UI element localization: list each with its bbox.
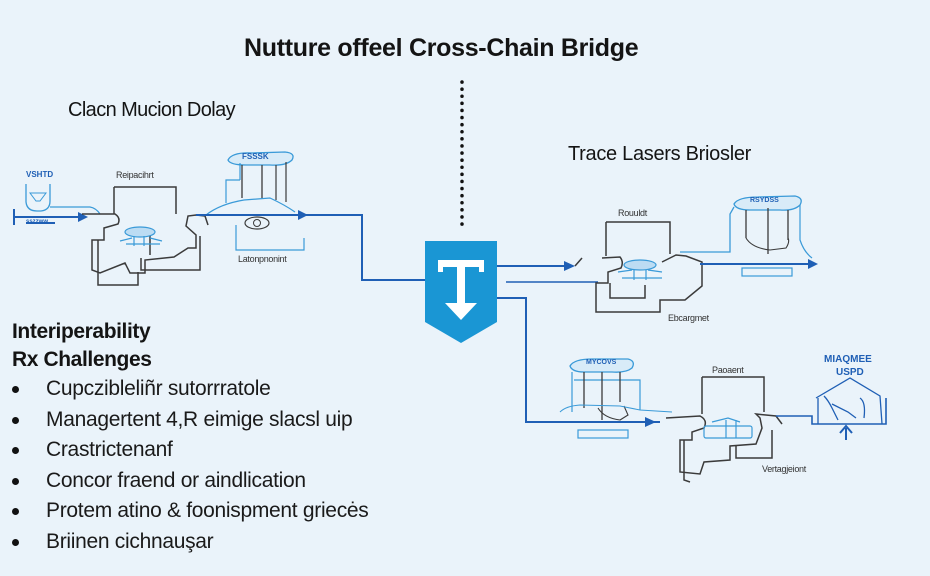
left-section-heading: Clacn Mucion Dolay bbox=[68, 99, 236, 121]
bullet-icon bbox=[12, 477, 19, 485]
processing-node-bottom-label: Vertagjeiont bbox=[762, 464, 806, 474]
challenges-heading-line2: Rx Challenges bbox=[12, 348, 152, 371]
challenge-text: Concor fraend or aindlication bbox=[46, 468, 306, 492]
router-output-arrow bbox=[808, 259, 818, 269]
destination-node-label: RSYDSS bbox=[750, 197, 779, 204]
bullet-icon bbox=[12, 416, 19, 424]
validator-node-top-label: FSSSK bbox=[242, 152, 269, 161]
challenge-text: Briinen cichnauşar bbox=[46, 529, 214, 553]
diagram-title: Nutture offeel Cross-Chain Bridge bbox=[244, 34, 639, 62]
relay-node-label: Reipacihrt bbox=[116, 170, 154, 180]
source-node-bottom-label: MYCOVS bbox=[586, 359, 617, 366]
processing-core-icon bbox=[703, 417, 753, 439]
challenge-text: Managertent 4,R eimige slacsl uip bbox=[46, 407, 353, 431]
source-node bbox=[25, 184, 101, 215]
sink-node bbox=[815, 377, 883, 440]
challenge-item: Briinen cichnauşar bbox=[12, 527, 368, 558]
challenges-panel: Interiperability Rx Challenges Cupczible… bbox=[12, 318, 369, 558]
processing-node bbox=[665, 376, 783, 483]
processing-to-sink-line bbox=[776, 398, 887, 425]
sink-label-line1: MIAQMEE bbox=[824, 354, 872, 365]
validator-node-label: Latonpnonint bbox=[238, 254, 287, 264]
router-to-dest-line bbox=[680, 206, 735, 253]
challenge-item: Protem atino & foonispment griecės bbox=[12, 496, 369, 527]
up-arrow-icon bbox=[839, 424, 853, 440]
challenge-text: Protem atino & foonispment griecės bbox=[46, 499, 369, 522]
router-node bbox=[574, 221, 703, 313]
source-sublabel: sszzww bbox=[26, 219, 49, 225]
router-node-label: Rouuldt bbox=[618, 208, 647, 218]
challenge-text: Cupczibleliñr sutorrratole bbox=[46, 377, 271, 400]
sink-label-line2: USPD bbox=[836, 367, 864, 378]
bullet-icon bbox=[12, 447, 19, 454]
left-to-bridge-connector bbox=[196, 210, 426, 281]
challenge-item: Cupczibleliñr sutorrratole bbox=[12, 374, 368, 405]
bullet-icon bbox=[12, 508, 19, 515]
challenge-item: Managertent 4,R eimige slacsl uip bbox=[12, 405, 368, 436]
source-label: VSHTD bbox=[26, 170, 54, 179]
bottom-flow-arrow bbox=[645, 417, 656, 427]
challenge-item: Concor fraend or aindlication bbox=[12, 466, 368, 497]
challenge-item: Crastrictenanf bbox=[12, 435, 368, 466]
validator-node bbox=[205, 151, 305, 251]
bridge-icon bbox=[425, 241, 497, 343]
router-core-icon bbox=[617, 259, 663, 280]
challenges-list: Cupczibleliñr sutorrratole Managertent 4… bbox=[12, 374, 369, 558]
relay-core-icon bbox=[119, 226, 163, 246]
relay-node bbox=[82, 186, 209, 286]
source-node-bottom bbox=[559, 358, 673, 439]
router-node-bottom-label: Ebcargmet bbox=[668, 313, 709, 323]
destination-node-top bbox=[733, 195, 813, 277]
bullet-icon bbox=[12, 386, 19, 393]
bridge-to-right-connectors bbox=[497, 261, 598, 423]
bullet-icon bbox=[12, 538, 19, 546]
challenges-heading-line1: Interiperability bbox=[12, 320, 151, 343]
input-arrow bbox=[13, 209, 88, 225]
processing-node-label: Paoaent bbox=[712, 365, 744, 375]
challenge-text: Crastrictenanf bbox=[46, 438, 173, 461]
right-section-heading: Trace Lasers Briosler bbox=[568, 143, 752, 165]
eye-icon bbox=[244, 216, 270, 230]
